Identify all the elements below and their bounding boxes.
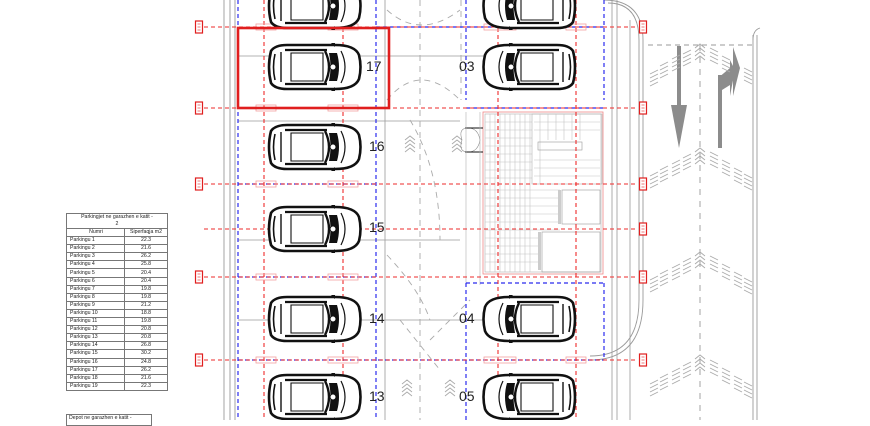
down-arrow-icon [671,46,687,148]
stair-core [460,111,604,285]
space-label-16: 16 [369,138,385,154]
car-17 [267,41,362,93]
column-header-number: Numri [66,227,125,238]
table-title: Parkingjet ne garazhen e katit -2 [66,213,168,229]
space-label-04: 04 [459,310,475,326]
parking-area-table: Parkingjet ne garazhen e katit -2 Numri … [66,213,168,391]
column-header-area: Siperfaqja m2 [124,227,168,238]
space-label-15: 15 [369,219,385,235]
space-label-17: 17 [366,58,382,74]
space-label-13: 13 [369,388,385,404]
depot-table-title: Depot ne garazhen e katit - [66,414,152,426]
space-label-14: 14 [369,310,385,326]
axis-bubbles [194,20,648,367]
space-label-03: 03 [459,58,475,74]
left-wall [223,0,236,420]
space-label-05: 05 [459,388,475,404]
straight-right-arrow-icon [718,47,740,148]
highlighted-parking-space [236,26,391,110]
